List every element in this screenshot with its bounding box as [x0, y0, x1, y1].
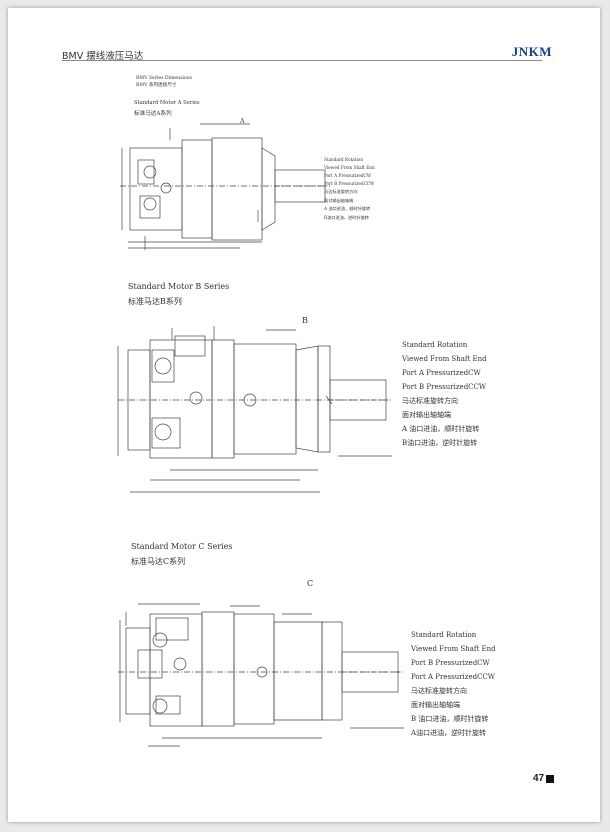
section-b-title-cn: 标准马达B系列 [128, 297, 182, 306]
rotation-line: 面对输出轴轴端 [324, 198, 354, 203]
rotation-line: B油口进油，逆时针旋转 [402, 439, 478, 447]
series-dimensions-en: BMV Series Dimensions [136, 76, 193, 81]
rotation-line: A 油口进油，顺时针旋转 [324, 206, 371, 211]
rotation-line: Standard Rotation [402, 341, 468, 349]
section-b-view-label: B [302, 316, 308, 325]
rotation-line: 马达标准旋转方向 [324, 189, 358, 194]
section-a-view-label: A [240, 118, 245, 125]
section-c-title-en: Standard Motor C Series [131, 542, 233, 551]
rotation-line: Port A PressurizedCW [324, 173, 372, 178]
rotation-line: Port A PressurizedCCW [411, 673, 495, 681]
rotation-line: Viewed From Shaft End [402, 355, 487, 363]
rotation-line: 马达标准旋转方向 [411, 687, 467, 695]
rotation-line: 马达标准旋转方向 [402, 397, 458, 405]
page-number: 47 [533, 773, 545, 784]
section-a-title-en: Standard Motor A Series [134, 100, 200, 106]
rotation-line: Port B PressurizedCW [411, 659, 490, 667]
drawing-b-gerotor-body [211, 339, 235, 459]
rotation-line: A 油口进油，顺时针旋转 [402, 425, 480, 433]
rotation-line: Standard Rotation [411, 631, 477, 639]
rotation-line: B油口进油，逆时针旋转 [324, 215, 369, 220]
motor-drawing-c [118, 603, 404, 747]
motor-drawing-b [117, 326, 392, 493]
drawing-c-flange [273, 621, 323, 721]
catalog-page [8, 8, 600, 822]
motor-drawing-a [120, 123, 330, 250]
rotation-line: Standard Rotation [324, 157, 364, 162]
section-c-title-cn: 标准马达C系列 [131, 557, 186, 566]
drawing-a-flange [261, 147, 276, 231]
page-number-marker [546, 775, 554, 783]
page-header-title: BMV 摆线液压马达 [62, 51, 144, 62]
header-rule [62, 60, 542, 61]
drawing-c-end-cover [149, 613, 203, 727]
rotation-line: Port B PressurizedCCW [324, 181, 375, 186]
drawing-a-housing [211, 137, 263, 241]
section-a-title-cn: 标准马达A系列 [134, 111, 172, 117]
drawing-b-housing [233, 343, 297, 455]
brand-logo: JNKM [511, 44, 552, 59]
rotation-line: 面对输出轴轴端 [402, 411, 451, 419]
rotation-line: A油口进油，逆时针旋转 [411, 729, 487, 737]
drawing-b-end-cover [149, 339, 213, 459]
rotation-line: Port B PressurizedCCW [402, 383, 487, 391]
drawing-c-gerotor-body [201, 611, 235, 727]
drawing-c-housing [233, 613, 275, 725]
rotation-line: Viewed From Shaft End [324, 165, 375, 170]
series-dimensions-cn: BMV 系列连接尺寸 [136, 83, 177, 88]
rotation-line: Port A PressurizedCW [402, 369, 481, 377]
section-c-view-label: C [307, 579, 314, 588]
drawing-b-flange [295, 345, 319, 453]
rotation-line: 面对输出轴轴端 [411, 701, 460, 709]
drawing-a-gerotor-body [181, 139, 213, 239]
rotation-line: B 油口进油，顺时针旋转 [411, 715, 489, 723]
section-b-title-en: Standard Motor B Series [128, 282, 230, 291]
rotation-line: Viewed From Shaft End [411, 645, 496, 653]
